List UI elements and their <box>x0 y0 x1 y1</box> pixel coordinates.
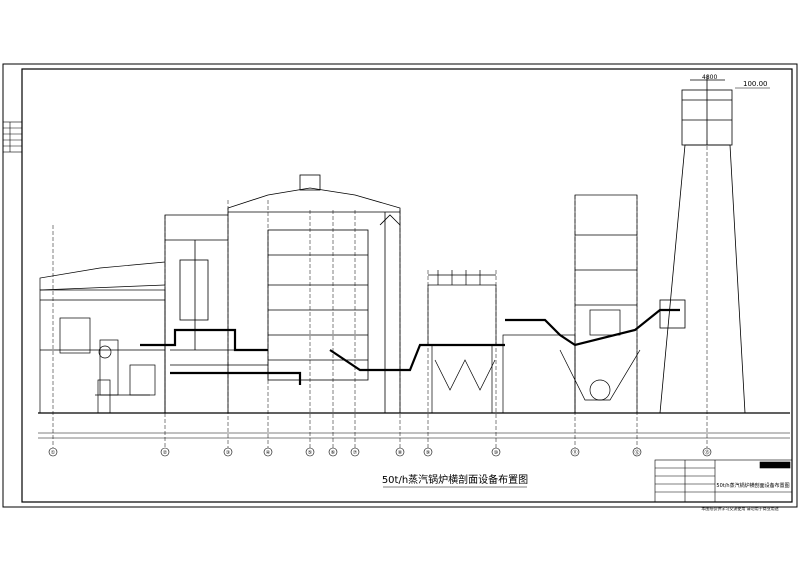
axis-bubbles <box>48 447 712 457</box>
drawing-title: 50t/h蒸汽锅炉横剖面设备布置图 <box>382 473 528 486</box>
axis-grid <box>52 140 708 448</box>
outer-frame <box>2 63 798 508</box>
axis-label: ⑧ <box>398 450 403 456</box>
axis-label: ⑨ <box>426 450 430 456</box>
axis-label: ⑩ <box>494 450 499 456</box>
title-block <box>654 459 793 503</box>
title-block-project-title: 50t/h蒸汽锅炉横剖面设备布置图 <box>716 482 789 489</box>
desulfurization-tower <box>502 194 641 414</box>
axis-label: ⑤ <box>308 450 312 456</box>
axis-label: ② <box>163 450 168 456</box>
title-block-note: 本图纸仅供学习交流使用 请勿用于商业用途 <box>701 505 778 511</box>
axis-label: ① <box>51 450 56 456</box>
axis-label: ③ <box>226 450 230 456</box>
chimney <box>659 75 746 414</box>
inner-frame <box>21 68 793 503</box>
axis-label: ⑫ <box>634 449 639 456</box>
chimney-elevation-label: 100.00 <box>743 80 768 88</box>
chimney-top-dimension: 4800 <box>702 74 717 81</box>
axis-label: ⑬ <box>704 449 709 456</box>
axis-label-group: ① ② ③ ④ ⑤ ⑥ ⑦ ⑧ ⑨ ⑩ ⑪ ⑫ ⑬ <box>51 449 710 456</box>
axis-label: ⑪ <box>572 449 577 456</box>
axis-label: ④ <box>266 450 271 456</box>
revision-strip <box>2 121 23 153</box>
axis-label: ⑥ <box>331 450 336 456</box>
flue-ducts <box>140 308 680 385</box>
bag-filter <box>427 270 497 413</box>
boiler-house <box>164 174 401 413</box>
auxiliary-building <box>39 261 166 414</box>
axis-label: ⑦ <box>353 450 358 456</box>
